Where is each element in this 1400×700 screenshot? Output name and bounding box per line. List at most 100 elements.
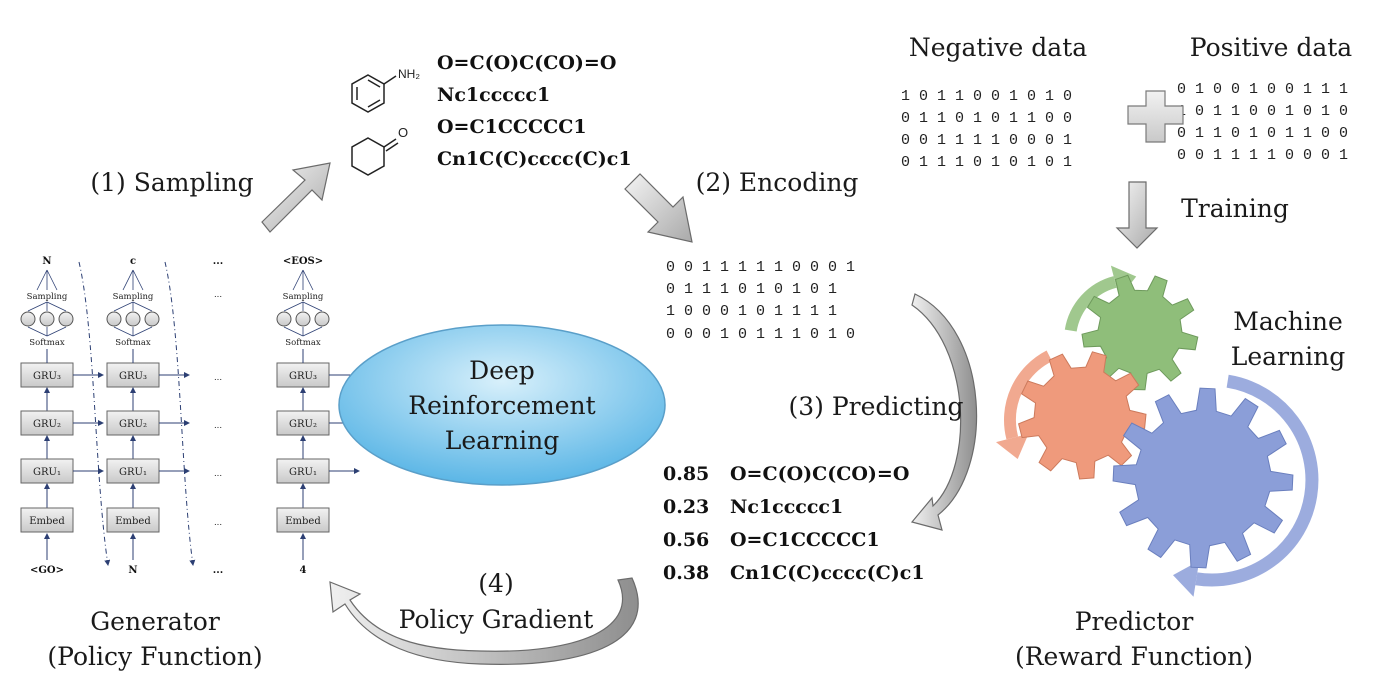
- input-token: ...: [213, 565, 223, 576]
- deep-rl-ellipse: [338, 324, 666, 486]
- connector-line: [46, 269, 58, 291]
- orange-rotation-arrow-head: [995, 433, 1029, 460]
- layer-label-gru2: GRU₂: [289, 419, 317, 430]
- positive-bits-row-3: 0 1 1 0 1 0 1 1 0 0: [1177, 125, 1348, 142]
- softmax-unit: [125, 311, 141, 327]
- prediction-smiles-2: Nc1ccccc1: [730, 496, 843, 518]
- predicting-arrow: [910, 293, 978, 531]
- softmax-unit: [106, 311, 122, 327]
- encoded-bits-row-3: 1 0 0 0 1 0 1 1 1 1: [666, 303, 837, 320]
- step-policy-number: (4): [478, 569, 513, 598]
- input-token: <GO>: [30, 565, 64, 576]
- layer-label-embed: Embed: [115, 516, 151, 527]
- sampling-label: Sampling: [27, 292, 68, 302]
- output-token: N: [42, 256, 51, 267]
- encoded-bits-row-2: 0 1 1 1 0 1 0 1 0 1: [666, 281, 837, 298]
- training-arrow: [1115, 181, 1159, 249]
- layer-box-embed: [276, 507, 330, 533]
- step-encoding-label: (2) Encoding: [696, 168, 859, 197]
- layer-box-embed: [20, 507, 74, 533]
- encoded-bits-row-1: 0 0 1 1 1 1 1 0 0 0 1: [666, 259, 855, 276]
- output-token: <EOS>: [283, 256, 323, 267]
- connector-line: [46, 326, 67, 337]
- prediction-smiles-3: O=C1CCCCC1: [730, 529, 880, 551]
- layer-box-gru1: [20, 458, 74, 484]
- sampled-smiles-2: Nc1ccccc1: [437, 84, 550, 106]
- connector-line: [46, 301, 67, 312]
- blue-rotation-arrow: [1195, 374, 1319, 587]
- predictor-subtitle: (Reward Function): [1015, 642, 1253, 671]
- prediction-score-4: 0.38: [663, 562, 709, 584]
- feedback-curve: [78, 261, 111, 566]
- step-sampling-label: (1) Sampling: [90, 168, 253, 197]
- positive-bits-row-2: 1 0 1 1 0 0 1 0 1 0: [1177, 103, 1348, 120]
- ketone-o-label: O: [398, 125, 408, 140]
- connector-line: [27, 326, 48, 337]
- softmax-label: Softmax: [29, 338, 65, 348]
- positive-bits-row-1: 0 1 0 0 1 0 0 1 1 1: [1177, 81, 1348, 98]
- step-predicting-label: (3) Predicting: [788, 392, 963, 421]
- machine-learning-line1: Machine: [1233, 307, 1343, 336]
- generator-network: N<GO>GRU₃GRU₂GRU₁EmbedSoftmaxSamplingcNG…: [20, 256, 360, 576]
- layer-label-gru2: GRU₂: [119, 419, 147, 430]
- layer-box-embed: [106, 507, 160, 533]
- column-ellipsis: ...: [214, 290, 222, 300]
- generator-subtitle: (Policy Function): [47, 642, 262, 671]
- column-ellipsis: ...: [214, 373, 222, 383]
- step-policy-label: Policy Gradient: [399, 605, 594, 634]
- input-token: 4: [300, 565, 307, 576]
- machine-learning-gears: [995, 265, 1319, 597]
- cyclohexanone-structure: [351, 137, 399, 176]
- feedback-curve: [164, 261, 196, 566]
- connector-line: [283, 326, 304, 337]
- prediction-smiles-1: O=C(O)C(CO)=O: [730, 463, 909, 485]
- layer-label-gru1: GRU₁: [33, 467, 61, 478]
- prediction-score-1: 0.85: [663, 463, 709, 485]
- softmax-unit: [58, 311, 74, 327]
- encoding-arrow: [624, 173, 693, 243]
- orange-rotation-arrow: [1004, 350, 1053, 440]
- layer-label-embed: Embed: [285, 516, 321, 527]
- positive-data-label: Positive data: [1190, 33, 1353, 62]
- sampling-label: Sampling: [283, 292, 324, 302]
- layer-label-gru1: GRU₁: [119, 467, 147, 478]
- softmax-unit: [276, 311, 292, 327]
- connector-line: [36, 269, 48, 291]
- layer-box-gru2: [20, 410, 74, 436]
- predictor-title: Predictor: [1075, 607, 1194, 636]
- plus-icon: [1127, 90, 1184, 143]
- generator-title: Generator: [90, 607, 220, 636]
- layer-label-gru2: GRU₂: [33, 419, 61, 430]
- connector-line: [132, 269, 144, 291]
- connector-line: [113, 326, 134, 337]
- softmax-label: Softmax: [115, 338, 151, 348]
- layer-label-gru1: GRU₁: [289, 467, 317, 478]
- layer-box-gru1: [106, 458, 160, 484]
- layer-label-gru3: GRU₃: [33, 371, 61, 382]
- output-token: ...: [213, 256, 223, 267]
- column-ellipsis: ...: [214, 469, 222, 479]
- deep-rl-line1: Deep: [469, 356, 535, 385]
- connector-line: [283, 301, 304, 312]
- prediction-smiles-4: Cn1C(C)cccc(C)c1: [730, 562, 925, 584]
- sampled-smiles-1: O=C(O)C(CO)=O: [437, 52, 616, 74]
- blue-rotation-arrow-head: [1172, 560, 1200, 597]
- sampled-smiles-3: O=C1CCCCC1: [437, 116, 587, 138]
- layer-label-gru3: GRU₃: [289, 371, 317, 382]
- column-ellipsis: ...: [214, 518, 222, 528]
- prediction-score-3: 0.56: [663, 529, 709, 551]
- output-token: c: [130, 256, 136, 267]
- aniline-structure: [351, 74, 397, 113]
- layer-label-embed: Embed: [29, 516, 65, 527]
- connector-line: [27, 301, 48, 312]
- deep-rl-line2: Reinforcement: [408, 391, 595, 420]
- negative-bits-row-1: 1 0 1 1 0 0 1 0 1 0: [901, 88, 1072, 105]
- connector-line: [302, 301, 323, 312]
- connector-line: [302, 326, 323, 337]
- positive-bits-row-4: 0 0 1 1 1 1 0 0 0 1: [1177, 147, 1348, 164]
- machine-learning-line2: Learning: [1231, 342, 1345, 371]
- softmax-unit: [39, 311, 55, 327]
- softmax-unit: [20, 311, 36, 327]
